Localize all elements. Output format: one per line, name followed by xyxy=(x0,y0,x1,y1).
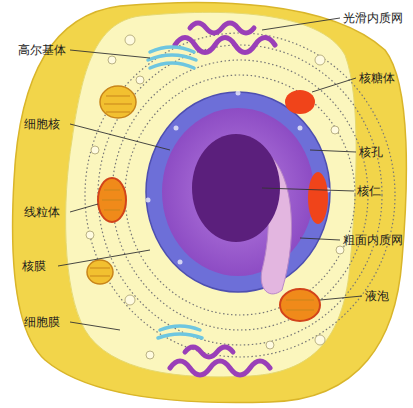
part-label: 粗面内质网 xyxy=(343,233,403,247)
part-label: 细胞核 xyxy=(24,117,60,131)
part-label: 细胞膜 xyxy=(24,315,60,329)
part-label: 核糖体 xyxy=(359,71,395,85)
part-label: 核仁 xyxy=(357,184,381,198)
vesicles xyxy=(86,35,344,359)
rough-er xyxy=(85,33,395,357)
nuclear-envelope xyxy=(146,92,330,292)
cytoplasm xyxy=(66,12,356,377)
part-label: 核孔 xyxy=(359,145,383,159)
mitochondria xyxy=(87,86,320,321)
cell-membrane xyxy=(12,2,406,402)
nucleoplasm xyxy=(162,108,314,276)
part-label: 高尔基体 xyxy=(18,43,66,57)
part-label: 线粒体 xyxy=(24,205,60,219)
part-label: 液泡 xyxy=(365,289,389,303)
smooth-er xyxy=(170,23,275,375)
part-label: 核膜 xyxy=(22,259,46,273)
golgi xyxy=(148,47,202,338)
leader-lines xyxy=(58,18,362,330)
part-label: 光滑内质网 xyxy=(343,11,403,25)
vacuoles-red xyxy=(285,90,328,224)
